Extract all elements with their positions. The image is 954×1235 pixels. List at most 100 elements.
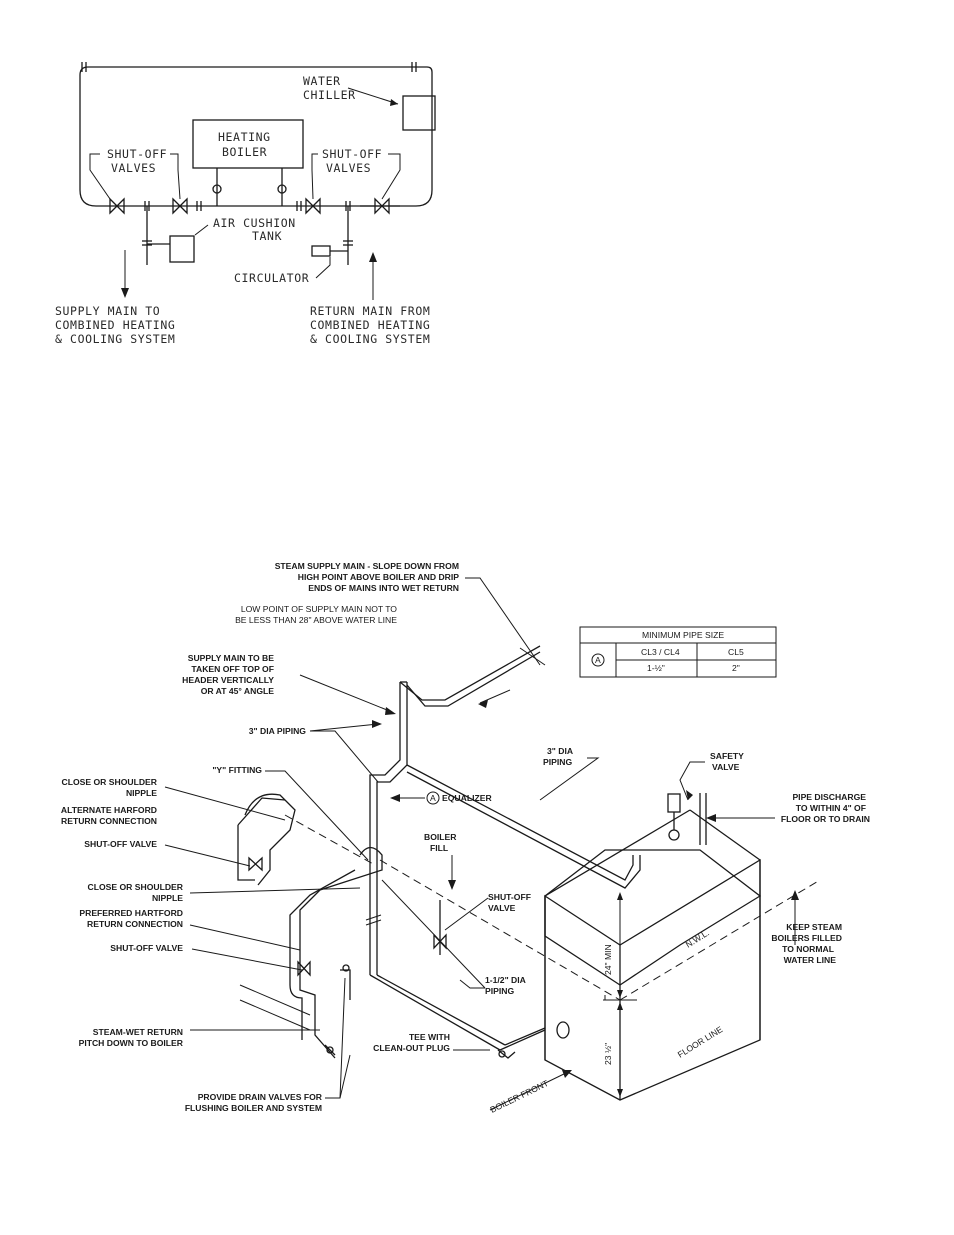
svg-text:PITCH DOWN TO BOILER: PITCH DOWN TO BOILER bbox=[79, 1038, 184, 1048]
low-point-label: LOW POINT OF SUPPLY MAIN NOT TO bbox=[241, 604, 397, 614]
svg-text:A: A bbox=[595, 655, 601, 665]
shutoff-valve-icon bbox=[305, 197, 321, 215]
svg-text:HIGH POINT ABOVE BOILER AND DR: HIGH POINT ABOVE BOILER AND DRIP bbox=[298, 572, 459, 582]
svg-text:NIPPLE: NIPPLE bbox=[126, 788, 157, 798]
svg-text:COMBINED HEATING: COMBINED HEATING bbox=[55, 318, 175, 332]
header-riser bbox=[369, 682, 401, 975]
safety-valve-label: SAFETY bbox=[710, 751, 744, 761]
svg-text:PIPING: PIPING bbox=[485, 986, 514, 996]
shutoff-valve-label-2: SHUT-OFF VALVE bbox=[110, 943, 183, 953]
nwl-label: N.W.L. bbox=[684, 928, 711, 950]
tee-label: TEE WITH bbox=[409, 1032, 450, 1042]
floor-line-label: FLOOR LINE bbox=[676, 1024, 725, 1060]
equalizer-tag bbox=[426, 791, 440, 805]
svg-text:A: A bbox=[430, 793, 436, 803]
svg-text:TANK: TANK bbox=[252, 229, 282, 243]
svg-text:FLOOR OR TO DRAIN: FLOOR OR TO DRAIN bbox=[781, 814, 870, 824]
water-chiller-label: WATER bbox=[303, 74, 341, 88]
water-line-dashed bbox=[379, 859, 621, 1001]
minimum-pipe-size-table: A MINIMUM PIPE SIZE CL3 / CL4 CL5 1-½" 2… bbox=[579, 626, 777, 678]
air-cushion-label: AIR CUSHION bbox=[213, 216, 296, 230]
dimension-23-half: 23 ½" bbox=[603, 1043, 613, 1065]
svg-text:RETURN CONNECTION: RETURN CONNECTION bbox=[87, 919, 183, 929]
pref-hartford-label: PREFERRED HARTFORD bbox=[79, 908, 183, 918]
alt-hartford-label: ALTERNATE HARFORD bbox=[61, 805, 157, 815]
circulator-pump bbox=[311, 245, 331, 257]
supply-takeoff-label: SUPPLY MAIN TO BE bbox=[188, 653, 275, 663]
table-header: CL5 bbox=[728, 647, 744, 657]
svg-text:OR AT 45° ANGLE: OR AT 45° ANGLE bbox=[201, 686, 275, 696]
svg-text:BOILERS FILLED: BOILERS FILLED bbox=[771, 933, 842, 943]
svg-text:TO NORMAL: TO NORMAL bbox=[782, 944, 834, 954]
svg-text:WATER LINE: WATER LINE bbox=[784, 955, 837, 965]
table-cell: 1-½" bbox=[647, 663, 665, 673]
supply-main-label: SUPPLY MAIN TO bbox=[55, 304, 160, 318]
svg-text:TO WITHIN 4" OF: TO WITHIN 4" OF bbox=[796, 803, 866, 813]
boiler-front-label: BOILER FRONT bbox=[488, 1078, 550, 1115]
shutoff-valves-label-right: SHUT-OFF bbox=[322, 147, 382, 161]
svg-text:VALVES: VALVES bbox=[111, 161, 156, 175]
table-title: MINIMUM PIPE SIZE bbox=[642, 630, 724, 640]
table-cell: 2" bbox=[732, 663, 740, 673]
shutoff-valve-icon bbox=[248, 856, 263, 872]
svg-text:TAKEN OFF TOP OF: TAKEN OFF TOP OF bbox=[191, 664, 274, 674]
drain-valve-icon bbox=[342, 964, 350, 972]
water-chiller bbox=[402, 95, 436, 131]
shutoff-valve-icon bbox=[374, 197, 390, 215]
flow-arrow-icon bbox=[121, 288, 129, 298]
circulator-label: CIRCULATOR bbox=[234, 271, 309, 285]
svg-text:& COOLING SYSTEM: & COOLING SYSTEM bbox=[310, 332, 430, 346]
close-nipple-label-1: CLOSE OR SHOULDER bbox=[62, 777, 158, 787]
dia-piping-15-label: 1-1/2" DIA bbox=[485, 975, 526, 985]
equalizer-label: EQUALIZER bbox=[442, 793, 492, 803]
svg-text:VALVES: VALVES bbox=[326, 161, 371, 175]
svg-text:CHILLER: CHILLER bbox=[303, 88, 356, 102]
boiler-fill-label: BOILER bbox=[424, 832, 457, 842]
drain-valve-icon bbox=[326, 1046, 334, 1054]
svg-text:NIPPLE: NIPPLE bbox=[152, 893, 183, 903]
svg-text:RETURN CONNECTION: RETURN CONNECTION bbox=[61, 816, 157, 826]
pipe-discharge-label: PIPE DISCHARGE bbox=[792, 792, 866, 802]
svg-text:VALVE: VALVE bbox=[712, 762, 740, 772]
loop-pipe-left bbox=[79, 66, 110, 207]
steam-wet-return-label: STEAM-WET RETURN bbox=[93, 1027, 183, 1037]
shutoff-valve-icon bbox=[109, 197, 125, 215]
return-main-label: RETURN MAIN FROM bbox=[310, 304, 430, 318]
check-valve-icon bbox=[212, 184, 222, 194]
boiler-body bbox=[544, 858, 761, 1101]
shutoff-valve-icon bbox=[172, 197, 188, 215]
svg-text:FILL: FILL bbox=[430, 843, 448, 853]
svg-text:FLUSHING BOILER AND SYSTEM: FLUSHING BOILER AND SYSTEM bbox=[185, 1103, 322, 1113]
svg-text:VALVE: VALVE bbox=[488, 903, 516, 913]
table-tag bbox=[591, 653, 605, 667]
steam-supply-label: STEAM SUPPLY MAIN - SLOPE DOWN FROM bbox=[275, 561, 459, 571]
svg-text:& COOLING SYSTEM: & COOLING SYSTEM bbox=[55, 332, 175, 346]
close-nipple-label-2: CLOSE OR SHOULDER bbox=[88, 882, 184, 892]
dimension-24-min: 24" MIN bbox=[603, 944, 613, 975]
svg-text:BE LESS THAN 28" ABOVE WATER L: BE LESS THAN 28" ABOVE WATER LINE bbox=[235, 615, 397, 625]
hartford-loop-preferred bbox=[299, 846, 383, 1059]
y-fitting-label: "Y" FITTING bbox=[212, 765, 262, 775]
shutoff-valve-label-3: SHUT-OFF bbox=[488, 892, 531, 902]
clean-out-plug-icon bbox=[498, 1050, 506, 1058]
heating-boiler bbox=[192, 119, 304, 169]
heating-boiler-label: HEATING bbox=[218, 130, 271, 144]
check-valve-icon bbox=[277, 184, 287, 194]
shutoff-valve-label-1: SHUT-OFF VALVE bbox=[84, 839, 157, 849]
air-cushion-tank bbox=[169, 235, 195, 263]
svg-text:CLEAN-OUT PLUG: CLEAN-OUT PLUG bbox=[373, 1043, 450, 1053]
dia-piping-3b-label: 3" DIA bbox=[547, 746, 573, 756]
svg-text:BOILER: BOILER bbox=[222, 145, 267, 159]
svg-text:ENDS OF MAINS INTO WET RETURN: ENDS OF MAINS INTO WET RETURN bbox=[308, 583, 459, 593]
dia-piping-3-label: 3" DIA PIPING bbox=[249, 726, 307, 736]
svg-text:COMBINED HEATING: COMBINED HEATING bbox=[310, 318, 430, 332]
loop-pipe bbox=[88, 66, 433, 207]
svg-text:HEADER VERTICALLY: HEADER VERTICALLY bbox=[182, 675, 274, 685]
keep-steam-label: KEEP STEAM bbox=[786, 922, 842, 932]
drain-valves-label: PROVIDE DRAIN VALVES FOR bbox=[198, 1092, 323, 1102]
flow-arrow-icon bbox=[369, 252, 377, 262]
shutoff-valve-icon bbox=[433, 933, 447, 950]
